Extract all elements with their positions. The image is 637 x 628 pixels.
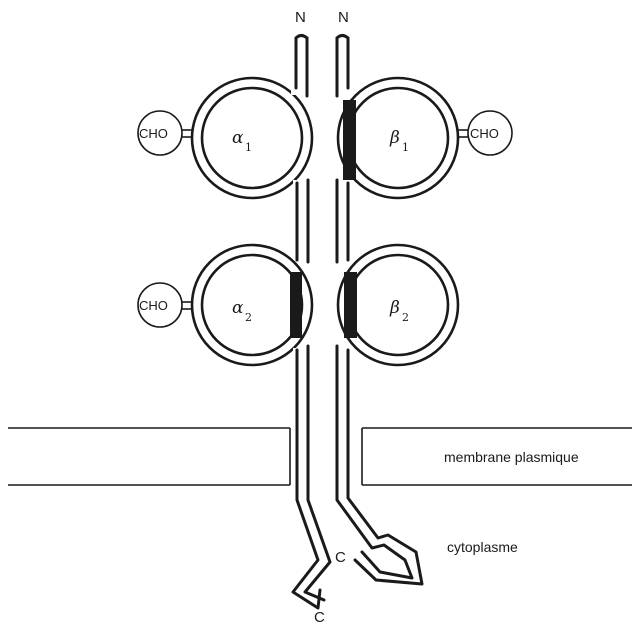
beta2-subscript: 2 — [402, 311, 409, 324]
alpha1-glycan-label: CHO — [139, 126, 168, 141]
alpha1-domain-inner — [202, 88, 302, 188]
alpha2-glycan-label: CHO — [139, 298, 168, 313]
cytoplasm-label: cytoplasme — [447, 539, 518, 555]
alpha2-subscript: 2 — [245, 311, 252, 324]
alpha1-glycan: CHO — [138, 111, 192, 155]
alpha1-symbol: α — [232, 128, 244, 148]
alpha2-domain-inner — [202, 255, 302, 355]
alpha-chain — [192, 35, 330, 608]
beta2-binding-band — [344, 272, 357, 338]
alpha2-symbol: α — [232, 298, 244, 318]
alpha2-glycan: CHO — [138, 283, 192, 327]
beta1-glycan: CHO — [458, 111, 512, 155]
beta1-subscript: 1 — [402, 141, 409, 154]
beta-n-terminus-label: N — [338, 9, 349, 26]
beta-c-terminus-label: C — [335, 549, 346, 566]
alpha2-binding-band — [290, 272, 302, 338]
alpha-c-terminus-label: C — [314, 609, 325, 626]
beta1-symbol: β — [389, 128, 400, 148]
beta2-symbol: β — [389, 298, 400, 318]
alpha1-subscript: 1 — [245, 141, 252, 154]
membrane-label: membrane plasmique — [444, 449, 579, 465]
alpha-n-terminus-label: N — [295, 9, 306, 26]
beta1-binding-band — [343, 100, 356, 180]
beta1-glycan-label: CHO — [470, 126, 499, 141]
